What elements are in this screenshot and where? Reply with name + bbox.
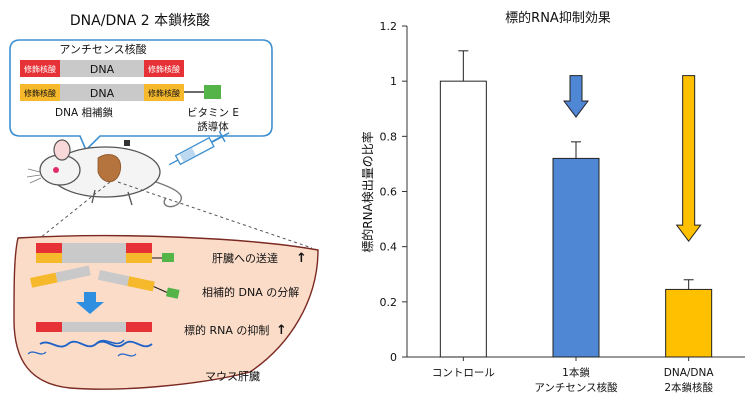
complement-label: DNA 相補鎖: [55, 106, 113, 119]
up-arrow-icon: ↑: [296, 251, 307, 266]
liver-step2-label: 相補的 DNA の分解: [202, 285, 299, 299]
diagram-title: DNA/DNA 2 本鎖核酸: [70, 13, 210, 29]
liver-step2: [30, 265, 180, 299]
mouse-illustration: [26, 139, 183, 208]
y-tick-label: 1: [390, 75, 397, 88]
mod-label: 修飾核酸: [148, 64, 180, 74]
vitamin-e-block: [204, 85, 221, 99]
x-tick-label: DNA/DNA: [664, 367, 715, 379]
mod-label: 修飾核酸: [24, 64, 56, 74]
mod-block-left: [20, 60, 60, 77]
bar: [552, 157, 600, 358]
dna-label: DNA: [90, 87, 115, 100]
antisense-strand: 修飾核酸 DNA 修飾核酸: [20, 60, 184, 77]
y-tick-label: 1.2: [380, 20, 398, 33]
y-tick-label: 0.6: [380, 186, 398, 199]
syringe-icon: [168, 130, 230, 166]
y-tick-label: 0.8: [380, 130, 398, 143]
y-tick-label: 0.2: [380, 296, 398, 309]
antisense-label: アンチセンス核酸: [59, 42, 146, 56]
liver-step3-label: 標的 RNA の抑制: [184, 323, 269, 337]
zoom-guide-line: [39, 181, 111, 239]
liver-step1-label: 肝臓への送達: [212, 251, 278, 265]
down-arrow-icon: [563, 75, 589, 118]
dna-label: DNA: [90, 63, 115, 76]
y-axis-label: 標的RNA検出量の比率: [360, 131, 375, 253]
y-ticks: 0 0.2 0.4 0.6 0.8 1 1.2: [380, 20, 407, 364]
x-tick-label: コントロール: [432, 367, 495, 379]
bar: [665, 288, 713, 358]
y-tick-label: 0.4: [380, 241, 398, 254]
chart-title: 標的RNA抑制効果: [505, 10, 611, 26]
down-arrow-icon: [76, 292, 104, 314]
liver-label: マウス肝臓: [205, 370, 260, 383]
zoom-guide-line: [117, 181, 313, 249]
liver-step3: [27, 322, 153, 357]
bars: [439, 50, 713, 358]
mod-label: 修飾核酸: [24, 88, 56, 98]
vitamin-label-line2: 誘導体: [197, 120, 229, 133]
mod-block-right: [144, 60, 184, 77]
dna-block: [60, 84, 144, 101]
complementary-strand: 修飾核酸 DNA 修飾核酸: [20, 84, 221, 101]
down-arrow-icon: [675, 75, 702, 242]
x-tick-label: 1本鎖: [562, 366, 590, 379]
vitamin-label-line1: ビタミン E: [187, 107, 239, 119]
mod-label: 修飾核酸: [148, 88, 180, 98]
mod-block-left: [20, 84, 60, 101]
liver-step1: [36, 243, 174, 263]
dna-block: [60, 60, 144, 77]
diagram: DNA/DNA 2 本鎖核酸 アンチセンス核酸 修飾核酸 DNA 修飾核酸 修飾…: [9, 13, 319, 390]
up-arrow-icon: ↑: [276, 323, 287, 338]
x-tick-label: 2本鎖核酸: [664, 381, 713, 394]
x-tick-label: アンチセンス核酸: [534, 381, 618, 394]
y-tick-label: 0: [390, 351, 397, 364]
bar-chart: 標的RNA抑制効果 標的RNA検出量の比率 00.20.40.60.811.2 …: [360, 10, 745, 394]
mod-block-right: [144, 84, 184, 101]
bar: [439, 80, 487, 358]
